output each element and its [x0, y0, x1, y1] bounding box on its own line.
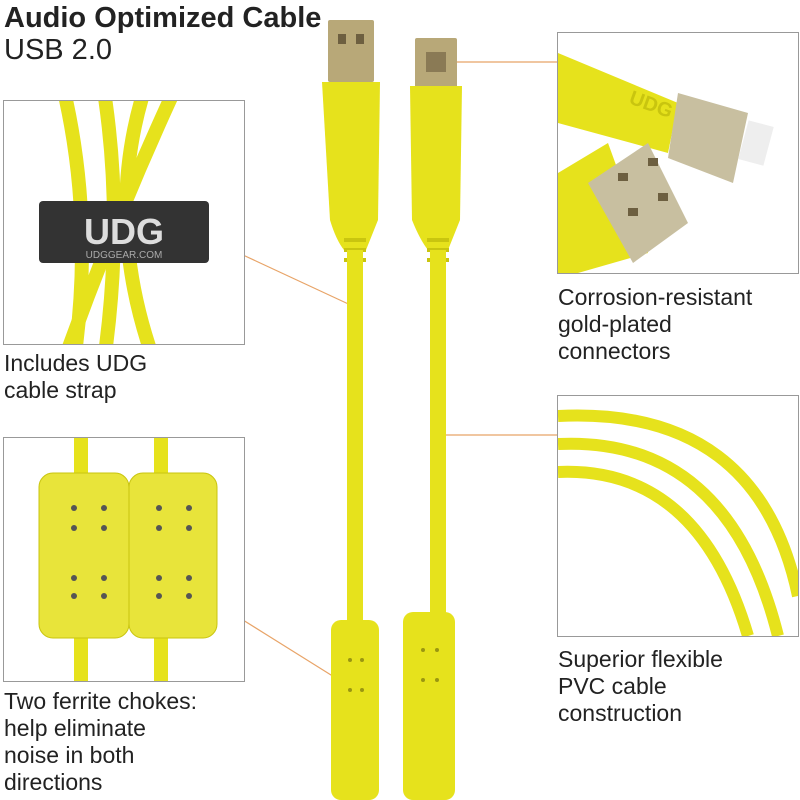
ferrite-caption: Two ferrite chokes: help eliminate noise… — [4, 688, 198, 795]
svg-text:UDGGEAR.COM: UDGGEAR.COM — [86, 250, 163, 261]
leader-lines — [242, 61, 557, 691]
connectors-caption: Corrosion-resistant gold-plated connecto… — [558, 284, 753, 364]
cable-strap-photo: UDG UDGGEAR.COM — [3, 100, 245, 345]
usb-b-cable — [403, 38, 462, 800]
strap-caption: Includes UDG cable strap — [4, 350, 148, 403]
pvc-cable-photo — [557, 395, 799, 637]
connectors-photo: UDG — [557, 32, 799, 274]
pvc-caption: Superior flexible PVC cable construction — [558, 646, 723, 726]
page-subtitle: USB 2.0 — [4, 34, 112, 66]
page-title: Audio Optimized Cable — [4, 2, 322, 34]
usb-a-cable — [322, 20, 380, 800]
strap-logo: UDG — [84, 211, 164, 252]
ferrite-chokes-photo — [3, 437, 245, 682]
